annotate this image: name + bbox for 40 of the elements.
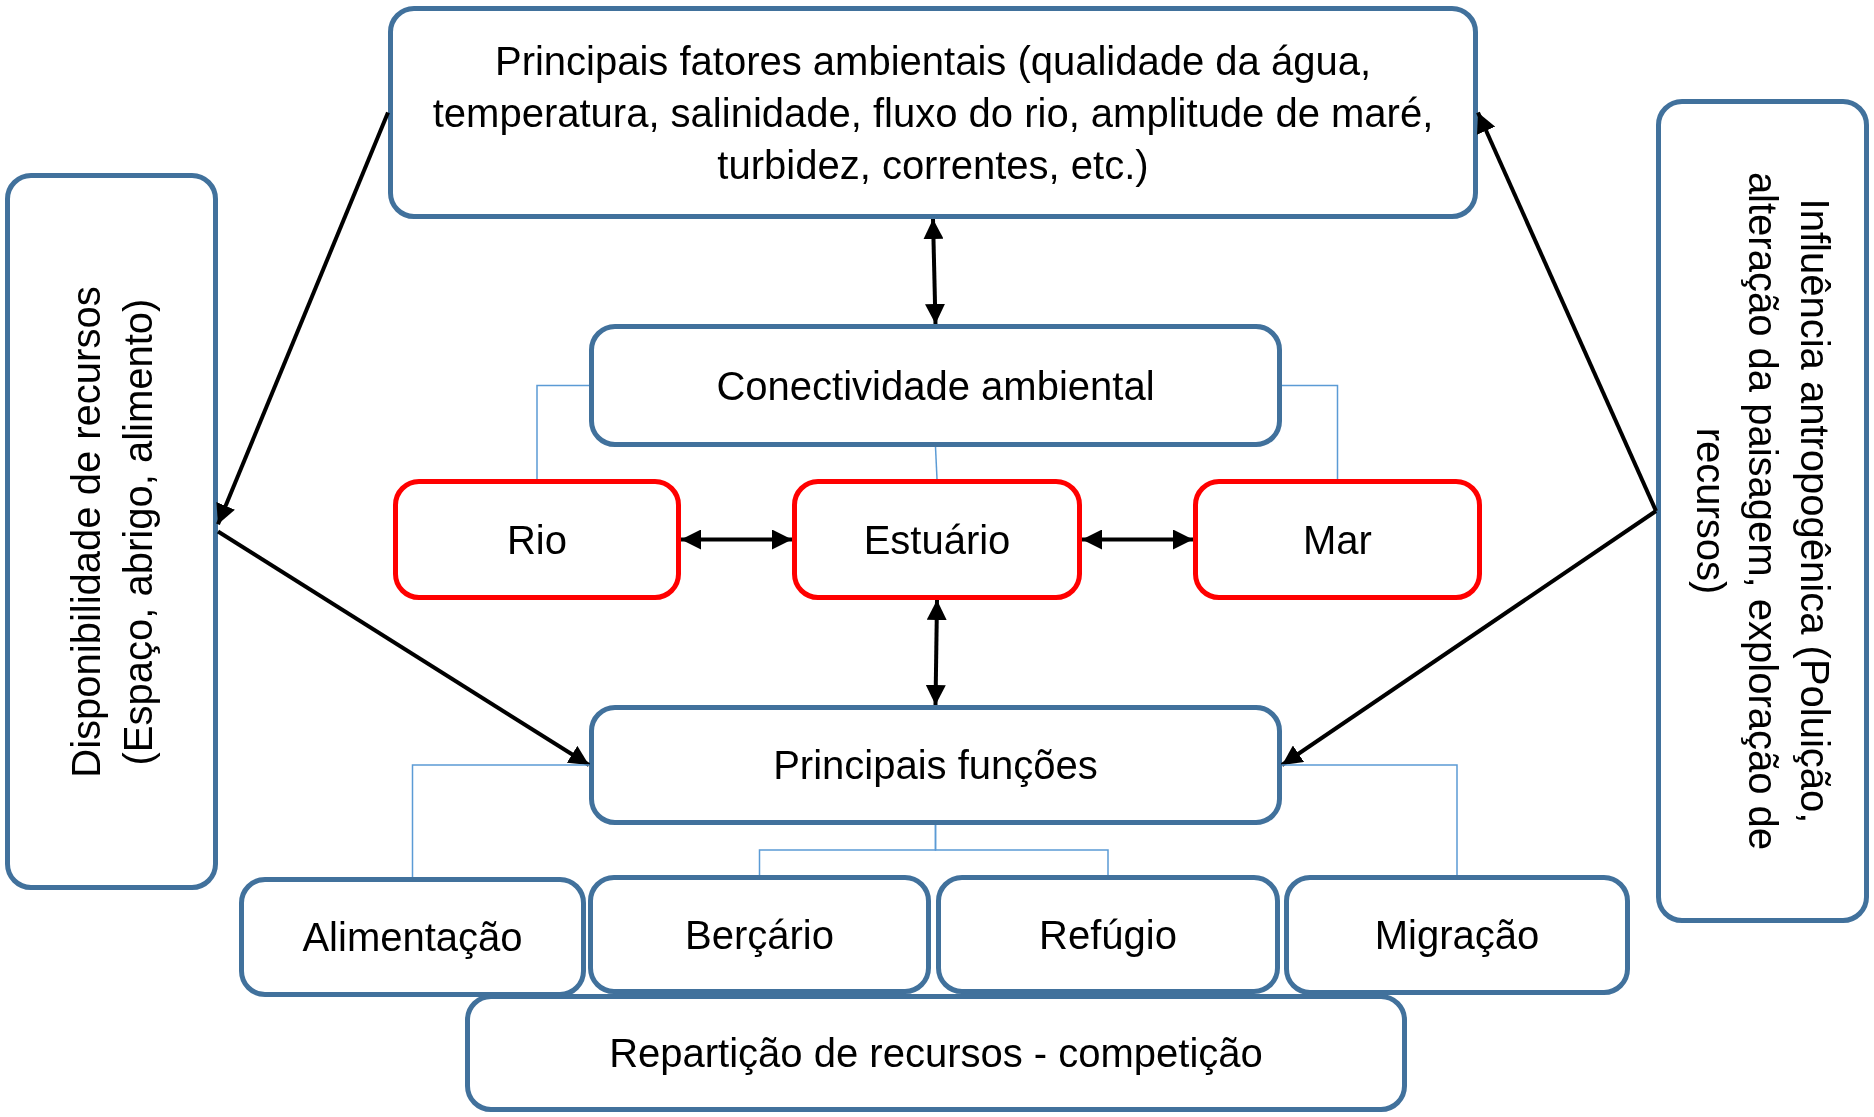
- connector-line: [411, 764, 590, 878]
- process-box: [465, 994, 1407, 1112]
- box-label: Refúgio: [1038, 911, 1178, 959]
- process-box: [388, 6, 1478, 219]
- process-box: [936, 875, 1280, 994]
- box-label: Migração: [1373, 912, 1541, 959]
- arrow: [216, 111, 390, 526]
- box-label: Alimentação: [301, 914, 524, 961]
- process-box: [588, 875, 931, 994]
- connector-line: [536, 384, 590, 480]
- connector-line: [934, 824, 1109, 876]
- process-box: [792, 479, 1082, 600]
- box-label: Influência antropogênica (Poluição, alteração da paisagem, exploração de recursos): [1687, 170, 1838, 853]
- box-label: Principais funções: [772, 742, 1099, 789]
- connector-line: [1281, 764, 1458, 876]
- box-label: Berçário: [684, 911, 835, 959]
- box-label: Rio: [506, 516, 568, 564]
- process-box: [239, 877, 586, 997]
- arrow: [681, 529, 792, 550]
- box-label: Disponibilidade de recursos (Espaço, abrigo, alimento): [62, 284, 161, 780]
- box-label: Conectividade ambiental: [715, 362, 1156, 410]
- process-box: [5, 173, 218, 890]
- arrow: [1082, 529, 1193, 550]
- process-box: [1656, 99, 1869, 923]
- arrow: [216, 529, 591, 767]
- process-box: [589, 324, 1282, 447]
- process-box: [589, 705, 1282, 825]
- process-box: [1193, 479, 1482, 600]
- box-label: Mar: [1302, 516, 1373, 564]
- process-box: [1284, 875, 1630, 995]
- arrow: [925, 599, 947, 706]
- connector-line: [1281, 384, 1339, 480]
- box-label: Repartição de recursos - competição: [608, 1030, 1264, 1077]
- connector-line: [934, 446, 938, 480]
- process-box: [393, 479, 681, 600]
- box-label: Principais fatores ambientais (qualidade da água, temperatura, salinidade, fluxo do rio, amplitude de maré, turbidez, correntes, etc.): [431, 37, 1435, 189]
- arrow: [1476, 111, 1658, 512]
- arrow: [1280, 509, 1658, 767]
- arrow: [923, 218, 945, 325]
- box-label: Estuário: [862, 516, 1012, 564]
